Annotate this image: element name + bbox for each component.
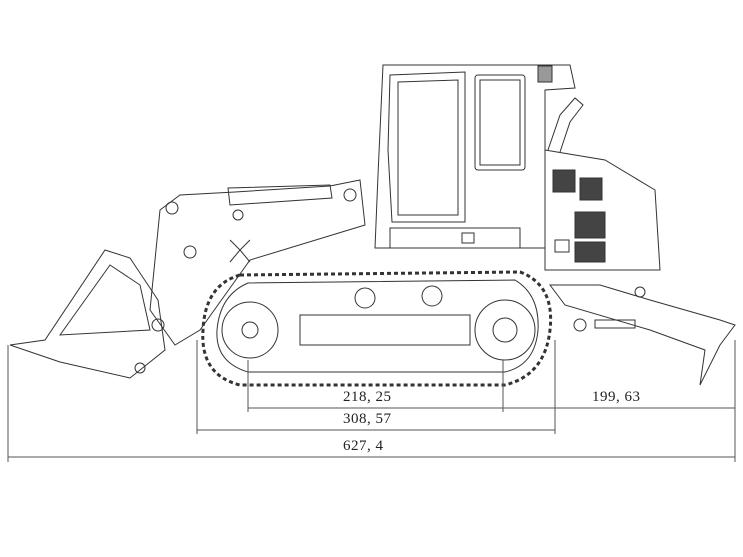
dimension-rear-overhang: 199, 63 bbox=[592, 389, 641, 405]
bucket bbox=[9, 249, 166, 379]
engine-hood bbox=[544, 149, 661, 271]
dimension-lines bbox=[7, 340, 736, 462]
loader-arm bbox=[149, 179, 366, 346]
dimension-track-ground-length: 218, 25 bbox=[343, 389, 392, 405]
dimension-overall-length: 627, 4 bbox=[343, 438, 384, 454]
dimension-track-overall-length: 308, 57 bbox=[343, 411, 392, 427]
exhaust-pipe bbox=[547, 97, 584, 153]
crawler-track bbox=[201, 270, 553, 387]
ripper bbox=[549, 284, 736, 386]
